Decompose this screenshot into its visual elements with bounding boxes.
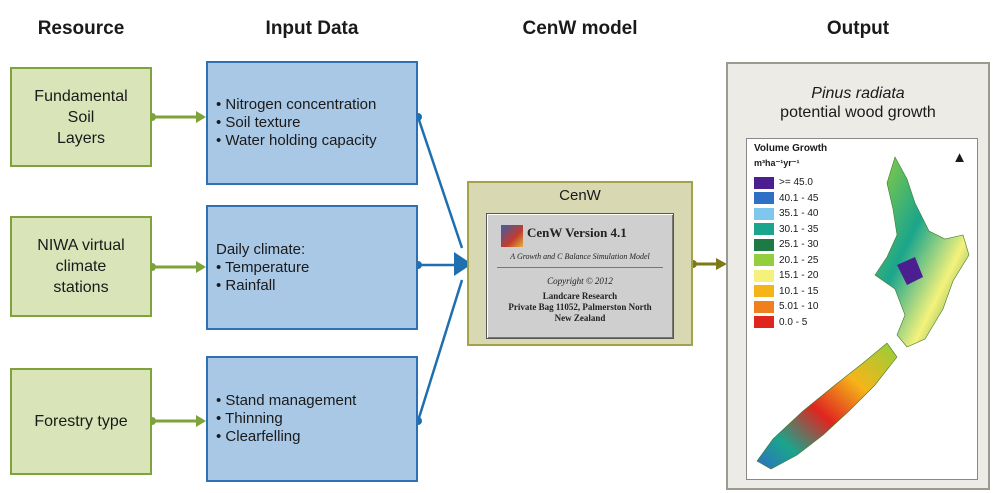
legend-swatch — [754, 223, 774, 236]
model-title: CenW — [559, 187, 601, 204]
legend-item: 30.1 - 35 — [754, 222, 818, 238]
legend-swatch — [754, 285, 774, 298]
input-box-management: • Stand management• Thinning• Clearfelli… — [206, 356, 418, 482]
bay-region-shape — [897, 257, 923, 285]
splash-title: CenW Version 4.1 — [527, 225, 627, 240]
legend-swatch — [754, 176, 774, 189]
legend-label: 35.1 - 40 — [779, 208, 819, 220]
legend-swatch — [754, 207, 774, 220]
output-link-arrowhead — [716, 258, 727, 270]
legend-label: 30.1 - 35 — [779, 223, 819, 235]
legend-item: 0.0 - 5 — [754, 315, 818, 331]
legend-label: 5.01 - 10 — [779, 301, 819, 313]
resource-text: Forestry type — [34, 413, 128, 430]
cenw-logo-icon — [501, 225, 523, 247]
south-island-shape — [756, 342, 898, 470]
legend-label: 40.1 - 45 — [779, 192, 819, 204]
legend-item: 40.1 - 45 — [754, 191, 818, 207]
legend-swatch — [754, 192, 774, 205]
legend-item: 20.1 - 25 — [754, 253, 818, 269]
legend-swatch — [754, 238, 774, 251]
input-link-line — [416, 279, 464, 422]
north-arrow-icon: ▲ — [952, 149, 967, 166]
legend-swatch — [754, 300, 774, 313]
model-to-output-link — [689, 258, 727, 270]
legend-item: 5.01 - 10 — [754, 299, 818, 315]
legend-label: 20.1 - 25 — [779, 254, 819, 266]
legend-swatch — [754, 269, 774, 282]
legend-label: >= 45.0 — [779, 177, 813, 189]
input-box-climate: Daily climate:• Temperature• Rainfall — [206, 205, 418, 330]
splash-divider — [497, 267, 663, 268]
legend-label: 0.0 - 5 — [779, 316, 808, 328]
input-box-soil: • Nitrogen concentration• Soil texture• … — [206, 61, 418, 185]
legend-item: 35.1 - 40 — [754, 206, 818, 222]
splash-subtitle: A Growth and C Balance Simulation Model — [510, 252, 650, 261]
legend-unit: m³ha⁻¹yr⁻¹ — [754, 158, 800, 168]
model-input-arrowhead — [454, 252, 472, 276]
legend-label: 15.1 - 20 — [779, 270, 819, 282]
splash-copyright: Copyright © 2012 — [547, 276, 613, 286]
map-legend: >= 45.0 40.1 - 45 35.1 - 40 30.1 - 35 25.1 -… — [754, 175, 818, 330]
cenw-model-box: CenW CenW Version 4.1 A Growth and C Bal… — [467, 181, 693, 346]
resource-link-arrowhead — [196, 111, 206, 123]
resource-link-arrowhead — [196, 261, 206, 273]
nz-map-shape — [756, 156, 970, 470]
cenw-splash-screen: CenW Version 4.1 A Growth and C Balance … — [486, 213, 674, 339]
header-resource: Resource — [37, 18, 125, 39]
legend-item: 25.1 - 30 — [754, 237, 818, 253]
header-cenw-model: CenW model — [522, 18, 638, 39]
input-to-model-links — [414, 113, 472, 425]
legend-label: 10.1 - 15 — [779, 285, 819, 297]
legend-swatch — [754, 316, 774, 329]
header-output: Output — [826, 18, 890, 39]
input-link-line — [416, 116, 464, 249]
resource-link-arrowhead — [196, 415, 206, 427]
legend-item: 10.1 - 15 — [754, 284, 818, 300]
legend-swatch — [754, 254, 774, 267]
header-input-data: Input Data — [265, 18, 359, 39]
resource-box-forestry: Forestry type — [10, 368, 152, 475]
nz-growth-map: Volume Growth m³ha⁻¹yr⁻¹ >= 45.0 40.1 - 4… — [746, 138, 978, 480]
legend-title: Volume Growth — [754, 143, 828, 154]
legend-item: >= 45.0 — [754, 175, 818, 191]
north-island-shape — [874, 156, 970, 348]
resource-to-input-links — [148, 111, 206, 427]
legend-label: 25.1 - 30 — [779, 239, 819, 251]
legend-item: 15.1 - 20 — [754, 268, 818, 284]
